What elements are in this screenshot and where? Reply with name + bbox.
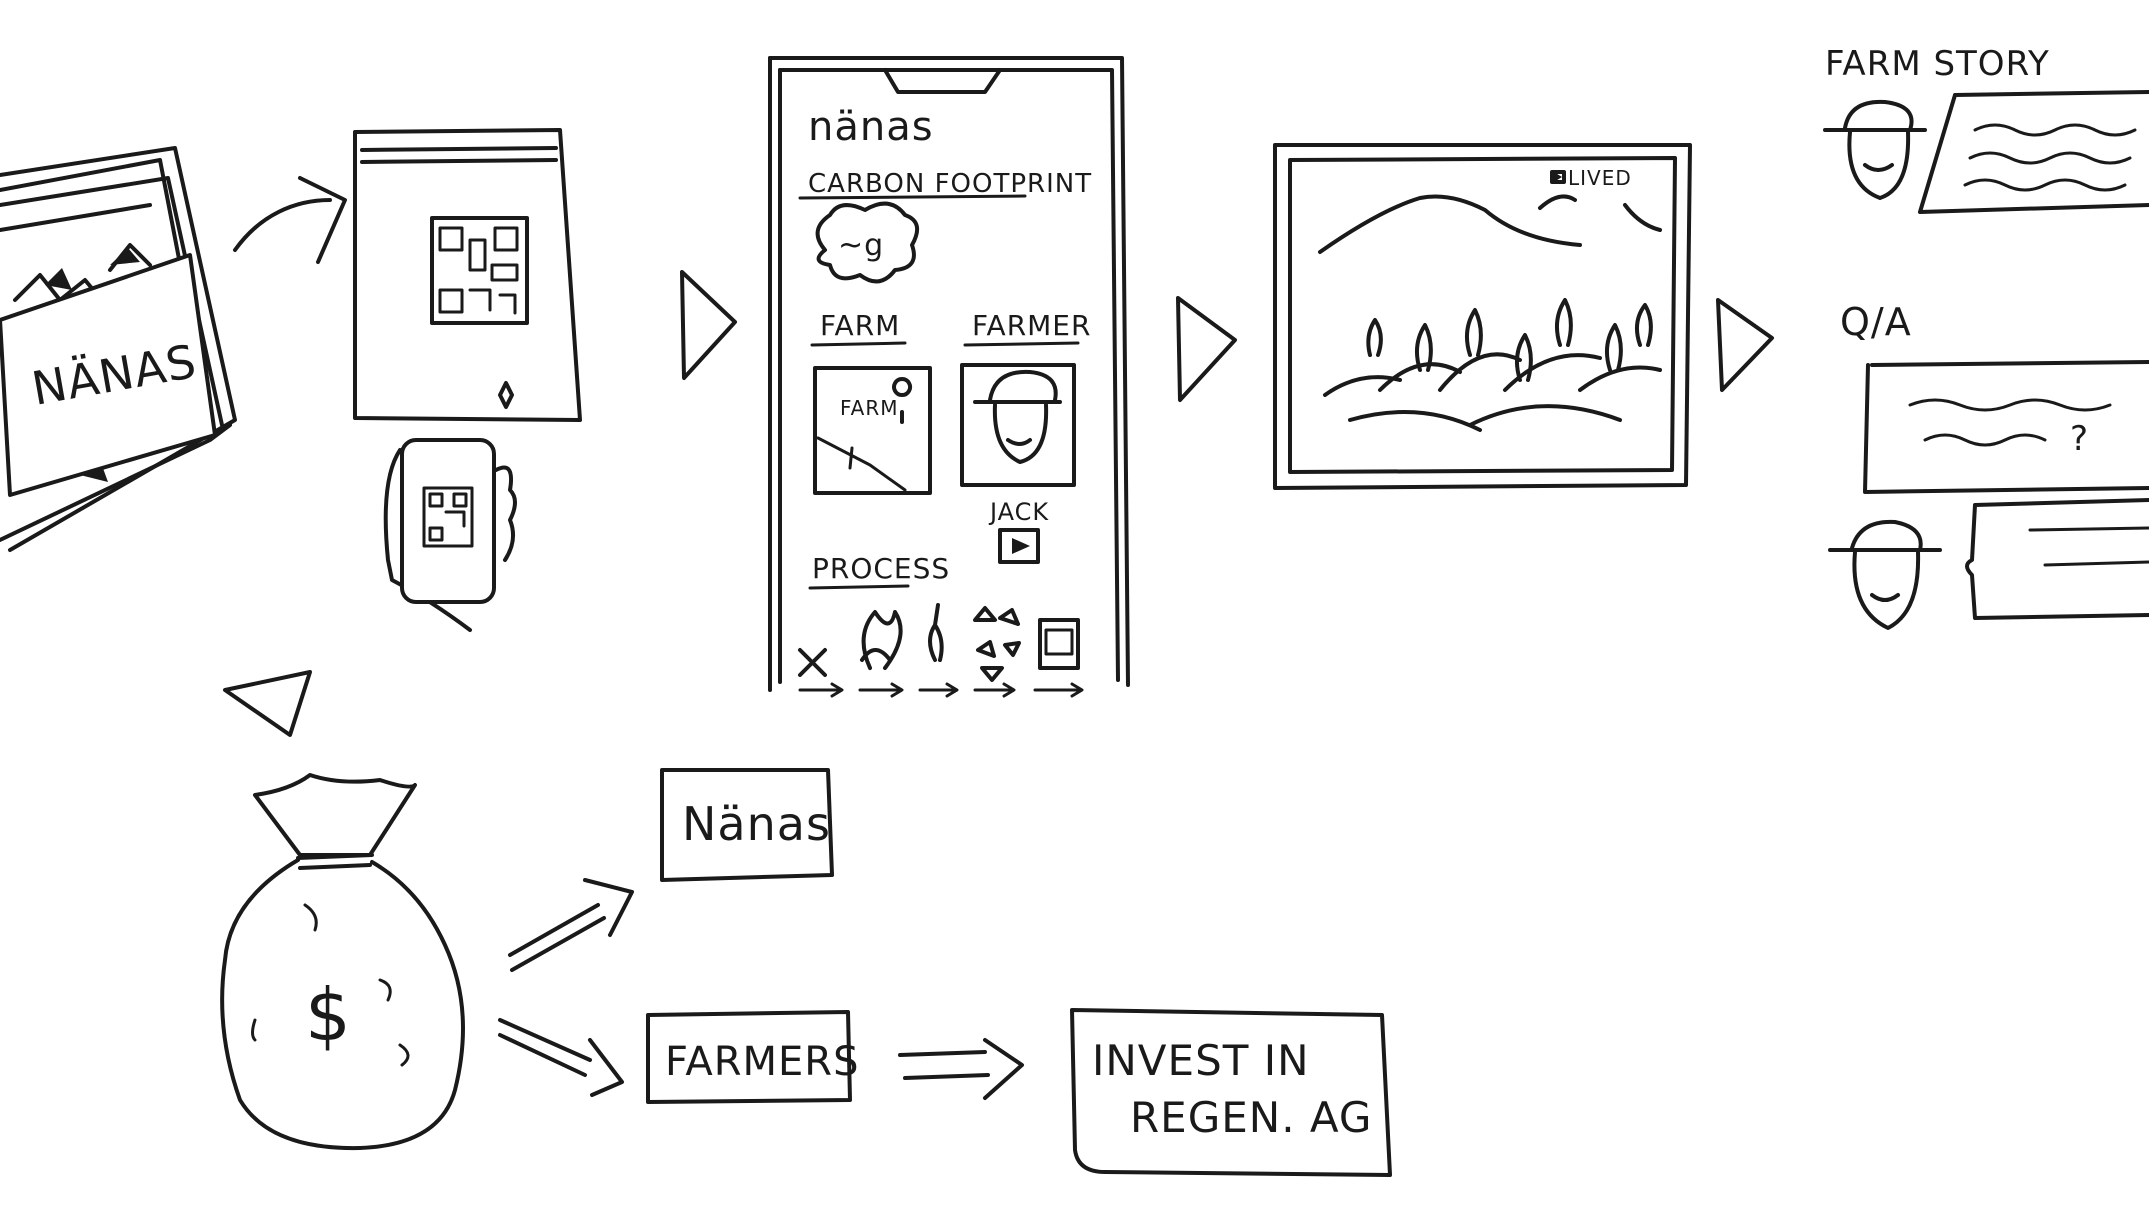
phone-scanning-qr — [386, 440, 515, 630]
farm-story-heading: FARM STORY — [1825, 44, 2050, 84]
farmer-name: JACK — [988, 498, 1049, 526]
farmer-heading: FARMER — [972, 309, 1091, 342]
farmers-box: FARMERS — [648, 1012, 859, 1102]
app-phone: nänas CARBON FOOTPRINT ~g FARM FARM FARM… — [770, 58, 1128, 696]
nanas-box-label: Nänas — [682, 797, 831, 851]
live-farm-video: LIVED — [1275, 145, 1690, 488]
invest-line-1: INVEST IN — [1092, 1036, 1310, 1085]
qa-question-mark: ? — [2070, 419, 2089, 459]
play-arrow-2 — [1178, 298, 1235, 400]
farm-story-section: FARM STORY — [1825, 44, 2149, 212]
carbon-value: ~g — [838, 228, 884, 263]
money-symbol: $ — [305, 973, 352, 1057]
invest-box: INVEST IN REGEN. AG — [1072, 1010, 1390, 1175]
carbon-footprint-heading: CARBON FOOTPRINT — [808, 169, 1092, 199]
money-bag: $ — [222, 775, 463, 1148]
product-bag: NÄNAS — [0, 148, 235, 550]
nanas-box: Nänas — [662, 770, 832, 880]
curved-arrow-1 — [235, 178, 345, 262]
play-arrow-1 — [682, 272, 735, 378]
process-heading: PROCESS — [812, 552, 950, 585]
arrow-to-nanas — [510, 880, 632, 970]
qr-package — [355, 130, 580, 420]
play-arrow-3 — [1718, 300, 1772, 390]
live-badge: LIVED — [1568, 166, 1632, 190]
process-steps-arrows — [800, 684, 1082, 696]
qa-section: Q/A ? — [1830, 300, 2149, 628]
invest-line-2: REGEN. AG — [1130, 1093, 1372, 1142]
arrow-to-invest — [900, 1040, 1022, 1098]
farm-heading: FARM — [820, 309, 900, 342]
qa-heading: Q/A — [1840, 300, 1912, 344]
farmers-box-label: FARMERS — [665, 1039, 859, 1085]
arrow-to-farmers — [500, 1020, 622, 1095]
farm-map-label: FARM — [840, 396, 899, 420]
app-brand: nänas — [808, 104, 934, 150]
play-arrow-4 — [225, 672, 310, 735]
